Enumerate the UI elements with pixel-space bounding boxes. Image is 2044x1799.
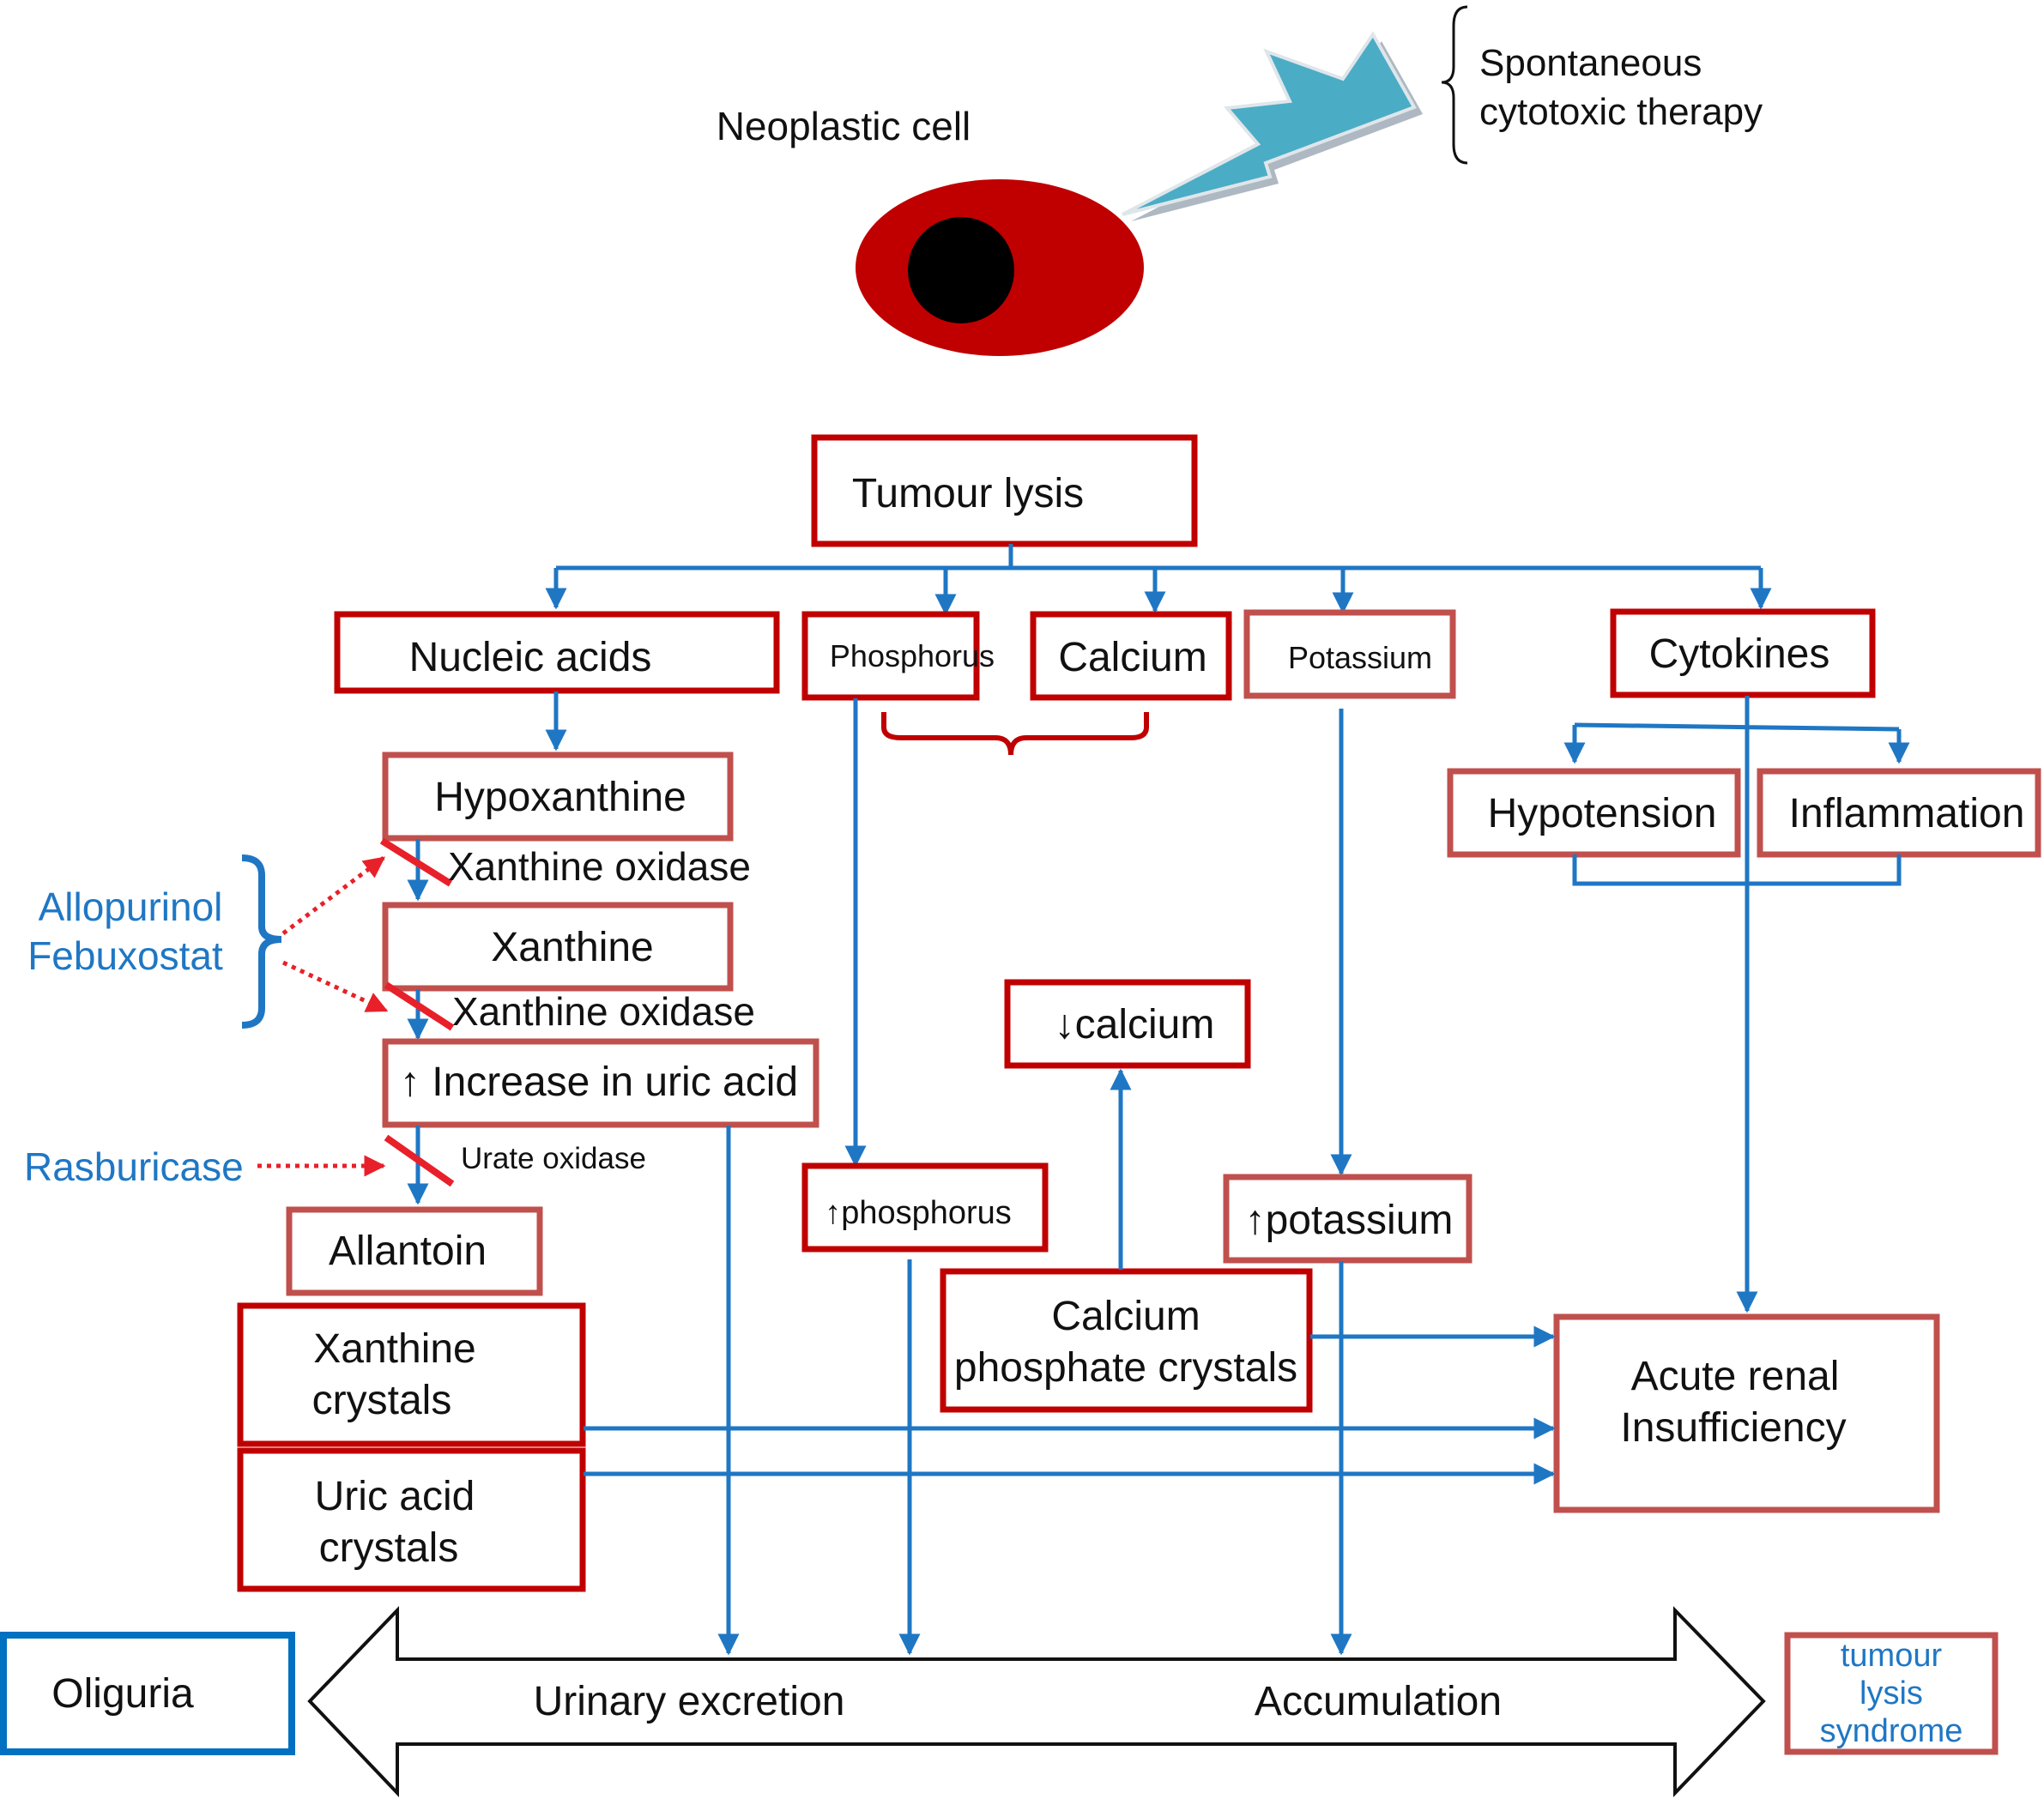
accumulation-label: Accumulation bbox=[1255, 1679, 1502, 1724]
inflammation-label: Inflammation bbox=[1789, 791, 2025, 836]
uric-acid-crystals-label-1: Uric acid bbox=[315, 1474, 475, 1519]
phosphorus-label: Phosphorus bbox=[830, 638, 995, 673]
phos-calcium-brace bbox=[881, 712, 1149, 756]
uric-acid-crystals-label-2: crystals bbox=[319, 1525, 459, 1571]
febuxostat-label: Febuxostat bbox=[27, 933, 223, 978]
potassium-box bbox=[1243, 609, 1456, 699]
urate-oxidase-block bbox=[384, 1134, 455, 1187]
high-phosphorus-box bbox=[801, 1162, 1049, 1253]
tls-label-3: syndrome bbox=[1820, 1713, 1963, 1749]
trigger-label-line1: Spontaneous bbox=[1479, 42, 1702, 84]
low-calcium-box bbox=[1004, 979, 1251, 1069]
acute-renal-box bbox=[1553, 1313, 1940, 1513]
oliguria-label: Oliguria bbox=[51, 1671, 194, 1717]
tls-label-1: tumour bbox=[1841, 1638, 1943, 1674]
cytokines-box bbox=[1610, 608, 1876, 698]
drug-brace bbox=[241, 854, 282, 1029]
uric-acid-crystals-box bbox=[237, 1447, 586, 1592]
uric-acid-box bbox=[382, 1038, 819, 1128]
high-potassium-box bbox=[1223, 1174, 1473, 1264]
xanthine-oxidase-1-label: Xanthine oxidase bbox=[448, 844, 751, 889]
cytokines-label: Cytokines bbox=[1649, 631, 1830, 677]
urate-oxidase-label: Urate oxidase bbox=[461, 1142, 646, 1175]
tls-box bbox=[1784, 1632, 1999, 1755]
calcium-phosphate-crystals-box bbox=[940, 1268, 1313, 1413]
tumour-lysis-box bbox=[811, 434, 1198, 547]
lightning-bolt-icon bbox=[1122, 31, 1423, 221]
xo-block-2 bbox=[384, 981, 455, 1031]
calcium-box bbox=[1030, 611, 1232, 701]
high-potassium-label: ↑potassium bbox=[1245, 1198, 1454, 1243]
acute-renal-label-1: Acute renal bbox=[1631, 1354, 1840, 1399]
xanthine-oxidase-2-label: Xanthine oxidase bbox=[452, 989, 755, 1034]
low-calcium-label: ↓calcium bbox=[1055, 1002, 1215, 1047]
xanthine-label: Xanthine bbox=[491, 925, 654, 970]
xanthine-crystals-box bbox=[237, 1302, 586, 1447]
hypotension-label: Hypotension bbox=[1488, 791, 1717, 836]
double-arrow bbox=[307, 1606, 1766, 1797]
trigger-brace bbox=[1441, 5, 1468, 165]
xanthine-crystals-label-2: crystals bbox=[312, 1378, 452, 1423]
cytokines-split-bar bbox=[1574, 722, 1900, 732]
high-phosphorus-label: ↑phosphorus bbox=[825, 1195, 1012, 1231]
cell-nucleus bbox=[908, 217, 1014, 323]
hypotension-box bbox=[1447, 768, 1741, 858]
allopurinol-label: Allopurinol bbox=[39, 884, 223, 929]
nucleic-acids-box bbox=[334, 611, 780, 694]
uric-acid-label: ↑ Increase in uric acid bbox=[400, 1059, 798, 1105]
rasburicase-label: Rasburicase bbox=[24, 1144, 244, 1189]
acute-renal-label-2: Insufficiency bbox=[1620, 1405, 1846, 1451]
urinary-excretion-label: Urinary excretion bbox=[534, 1679, 845, 1724]
trigger-label-line2: cytotoxic therapy bbox=[1479, 91, 1763, 133]
allantoin-box bbox=[286, 1206, 543, 1296]
oliguria-box bbox=[0, 1632, 295, 1755]
xanthine-box bbox=[382, 902, 734, 992]
calcium-label: Calcium bbox=[1058, 635, 1206, 680]
merge-connector bbox=[1572, 854, 1902, 886]
allantoin-label: Allantoin bbox=[329, 1229, 487, 1274]
potassium-label: Potassium bbox=[1288, 640, 1432, 675]
ca-phos-crystals-label-2: phosphate crystals bbox=[954, 1345, 1297, 1391]
phosphorus-box bbox=[801, 611, 980, 701]
xo-block-1 bbox=[379, 837, 453, 887]
nucleic-acids-label: Nucleic acids bbox=[409, 635, 652, 680]
allopurinol-to-xo2 bbox=[281, 960, 389, 1013]
xanthine-crystals-label-1: Xanthine bbox=[313, 1326, 476, 1372]
allopurinol-to-xo1 bbox=[281, 856, 385, 935]
tls-label-2: lysis bbox=[1860, 1675, 1923, 1711]
ca-phos-crystals-label-1: Calcium bbox=[1051, 1294, 1200, 1339]
hypoxanthine-label: Hypoxanthine bbox=[434, 775, 686, 820]
neoplastic-cell-label: Neoplastic cell bbox=[717, 104, 971, 148]
tumour-lysis-label: Tumour lysis bbox=[852, 471, 1084, 516]
hypoxanthine-box bbox=[382, 752, 734, 842]
